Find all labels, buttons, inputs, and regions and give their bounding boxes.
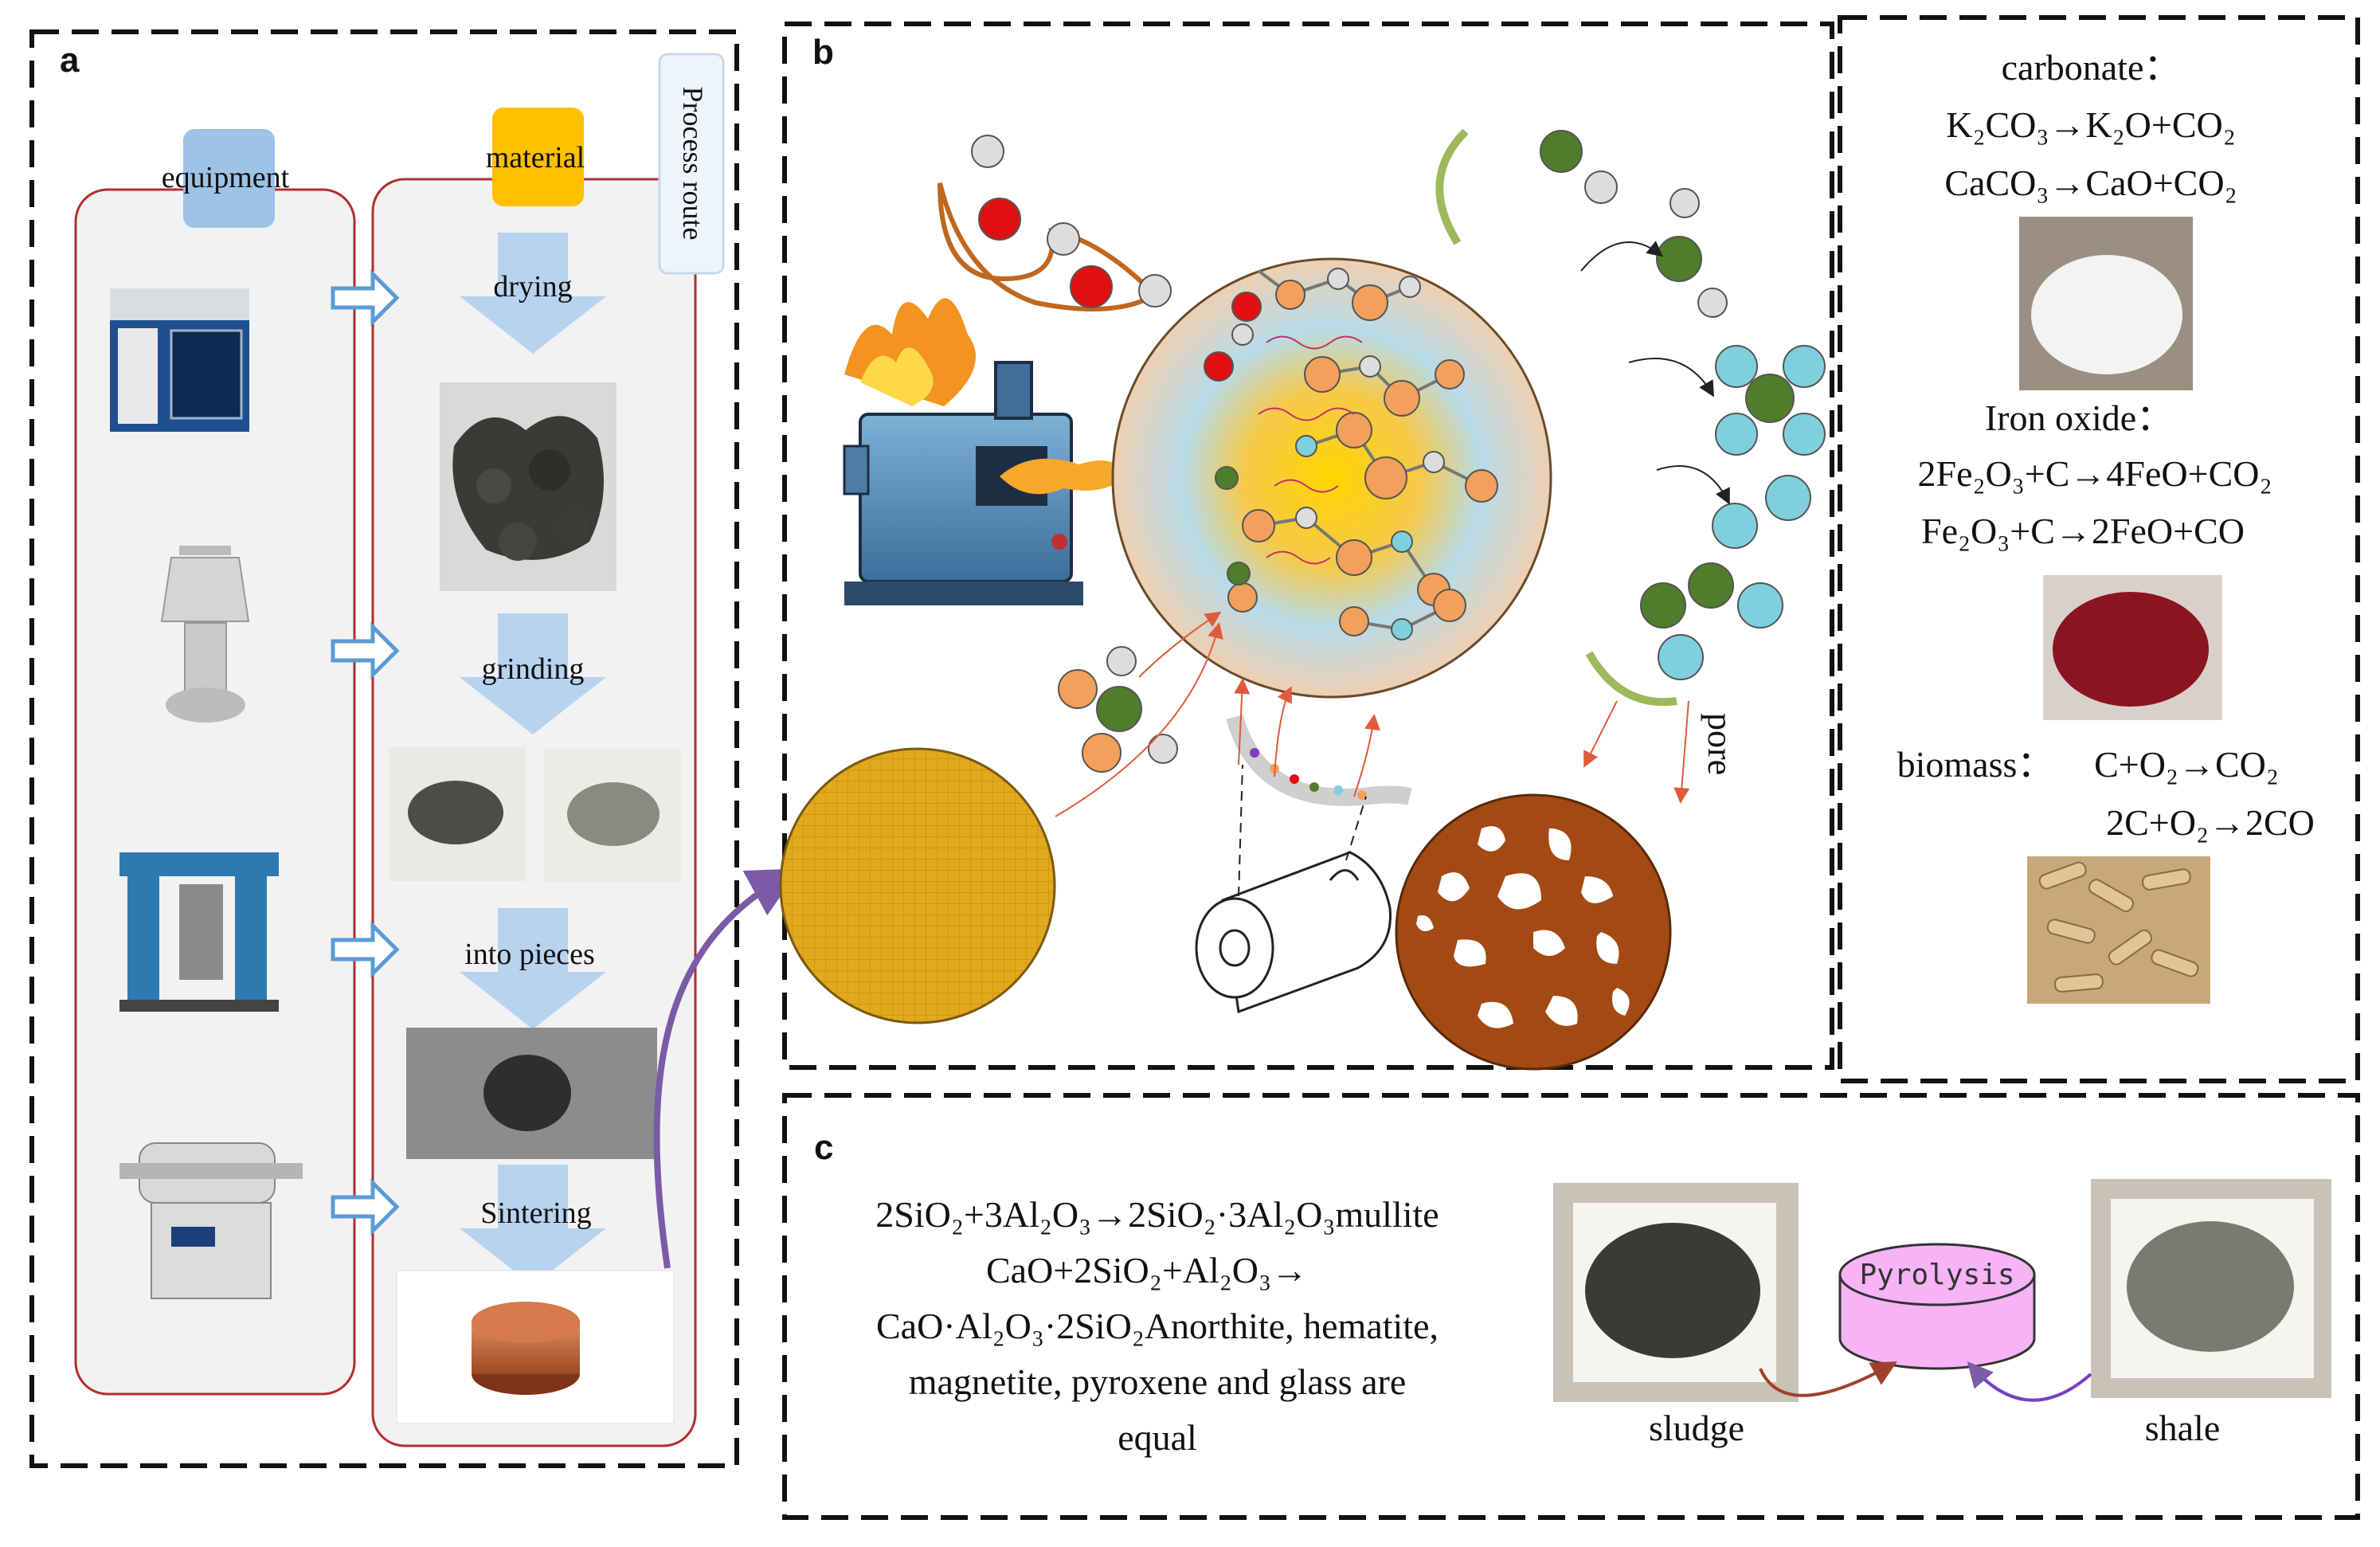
biomass-eq-2: 2C+O₂→2CO [2106, 802, 2315, 843]
panel-a-frame [29, 29, 739, 1468]
biomass-title: biomass： [1897, 744, 2054, 785]
panel-reactions-frame [1838, 15, 2360, 1083]
c-eq-line-5: equal [1118, 1417, 1197, 1458]
material-box [492, 108, 584, 206]
pressed-piece-photo [406, 1028, 657, 1159]
sphere-atoms [1204, 268, 1498, 640]
powder-disc [779, 747, 1056, 1024]
water-molecule-top [938, 135, 1172, 311]
iron-oxide-title: Iron oxide： [1985, 398, 2173, 438]
drying-arrow [460, 233, 606, 354]
equipment-label: equipment [162, 161, 290, 194]
ch4-molecule [1715, 345, 1826, 456]
panel-a-letter: a [60, 41, 80, 80]
pore-shapes [1416, 826, 1630, 1028]
panel-b-frame [782, 22, 1834, 1070]
press-machine-icon [119, 852, 279, 1012]
biomass-pellets-photo [2027, 856, 2210, 1004]
sludge-label: sludge [1649, 1408, 1744, 1448]
step-sintering: Sintering [480, 1196, 591, 1230]
biomass-particles [1250, 748, 1367, 800]
tube-furnace-icon [119, 1142, 303, 1299]
iron-oxide-powder-photo [2043, 575, 2222, 720]
carbonate-eq-1: K₂CO₃→K₂O+CO₂ [1946, 104, 2236, 145]
sludge-to-pyrolysis-arrow [1759, 1361, 1897, 1397]
panel-b: pore carbonate： K₂CO₃→K₂O+CO₂ CaCO₃→CaO+… [779, 47, 2315, 1071]
flow-arrow-4 [331, 1177, 400, 1236]
panel-a: equipment material Process route drying … [74, 53, 801, 1447]
dried-sludge-photo [440, 382, 617, 591]
panel-c: 2SiO₂+3Al₂O₃→2SiO₂·3Al₂O₃mullite CaO+2Si… [875, 1179, 2331, 1458]
co-h2-molecule-low [1585, 562, 1783, 707]
panel-c-letter: c [814, 1128, 833, 1167]
ground-powder-photos [389, 747, 681, 883]
biomass-eq-1: C+O₂→CO₂ [2094, 744, 2279, 785]
c-eq-line-3: CaO·Al₂O₃·2SiO₂Anorthite, hematite, [876, 1306, 1439, 1346]
step-grinding: grinding [482, 652, 585, 686]
furnace-illustration [843, 298, 1127, 605]
biomass-stream [1226, 714, 1412, 806]
sludge-photo [1553, 1183, 1799, 1402]
step-arrows [460, 233, 606, 1286]
flow-arrow-1 [331, 268, 400, 327]
flow-arrows [331, 268, 400, 1236]
process-to-b-curve [653, 868, 801, 1269]
wood-log-icon [1195, 851, 1392, 1014]
process-route-label: Process route [677, 87, 709, 241]
flow-arrow-2 [331, 621, 400, 680]
c-eq-line-2: CaO+2SiO₂+Al₂O₃→ [986, 1250, 1308, 1290]
pore-label: pore [1701, 713, 1740, 775]
feed-arrows [1055, 611, 1380, 817]
grinding-arrow [460, 613, 606, 734]
into-pieces-arrow [460, 908, 606, 1029]
drying-oven-icon [110, 288, 249, 432]
step-drying: drying [493, 270, 572, 304]
pyrolysis-label: Pyrolysis [1859, 1259, 2014, 1291]
shale-to-pyrolysis-arrow [1967, 1361, 2092, 1402]
pyrolysis-cylinder [1838, 1243, 2036, 1370]
shale-label: shale [2145, 1408, 2221, 1448]
c-eq-line-4: magnetite, pyroxene and glass are [909, 1361, 1407, 1402]
step-into-pieces: into pieces [464, 938, 595, 971]
sintered-pellet-photo [396, 1270, 675, 1424]
sphere-waves [1258, 335, 1363, 565]
c-eq-line-1: 2SiO₂+3Al₂O₃→2SiO₂·3Al₂O₃mullite [875, 1194, 1439, 1235]
carbonate-title: carbonate： [2002, 47, 2181, 88]
carbonate-eq-2: CaCO₃→CaO+CO₂ [1944, 163, 2237, 203]
h2-molecule [1712, 475, 1811, 549]
co-molecule-top [1435, 128, 1618, 245]
flow-arrow-3 [331, 920, 400, 979]
iron-oxide-eq-2: Fe₂O₃+C→2FeO+CO [1921, 511, 2245, 551]
panel-b-letter: b [812, 33, 834, 72]
carbonate-molecule [1058, 646, 1178, 773]
carbonate-powder-photo [2019, 217, 2193, 390]
shale-photo [2091, 1179, 2331, 1398]
grinder-icon [160, 546, 250, 723]
process-route-box [658, 53, 725, 275]
co2-molecule [1656, 188, 1728, 318]
equipment-box [183, 129, 275, 228]
material-label: material [486, 141, 585, 174]
sintering-arrow [460, 1165, 606, 1286]
iron-oxide-eq-1: 2Fe₂O₃+C→4FeO+CO₂ [1917, 453, 2272, 494]
